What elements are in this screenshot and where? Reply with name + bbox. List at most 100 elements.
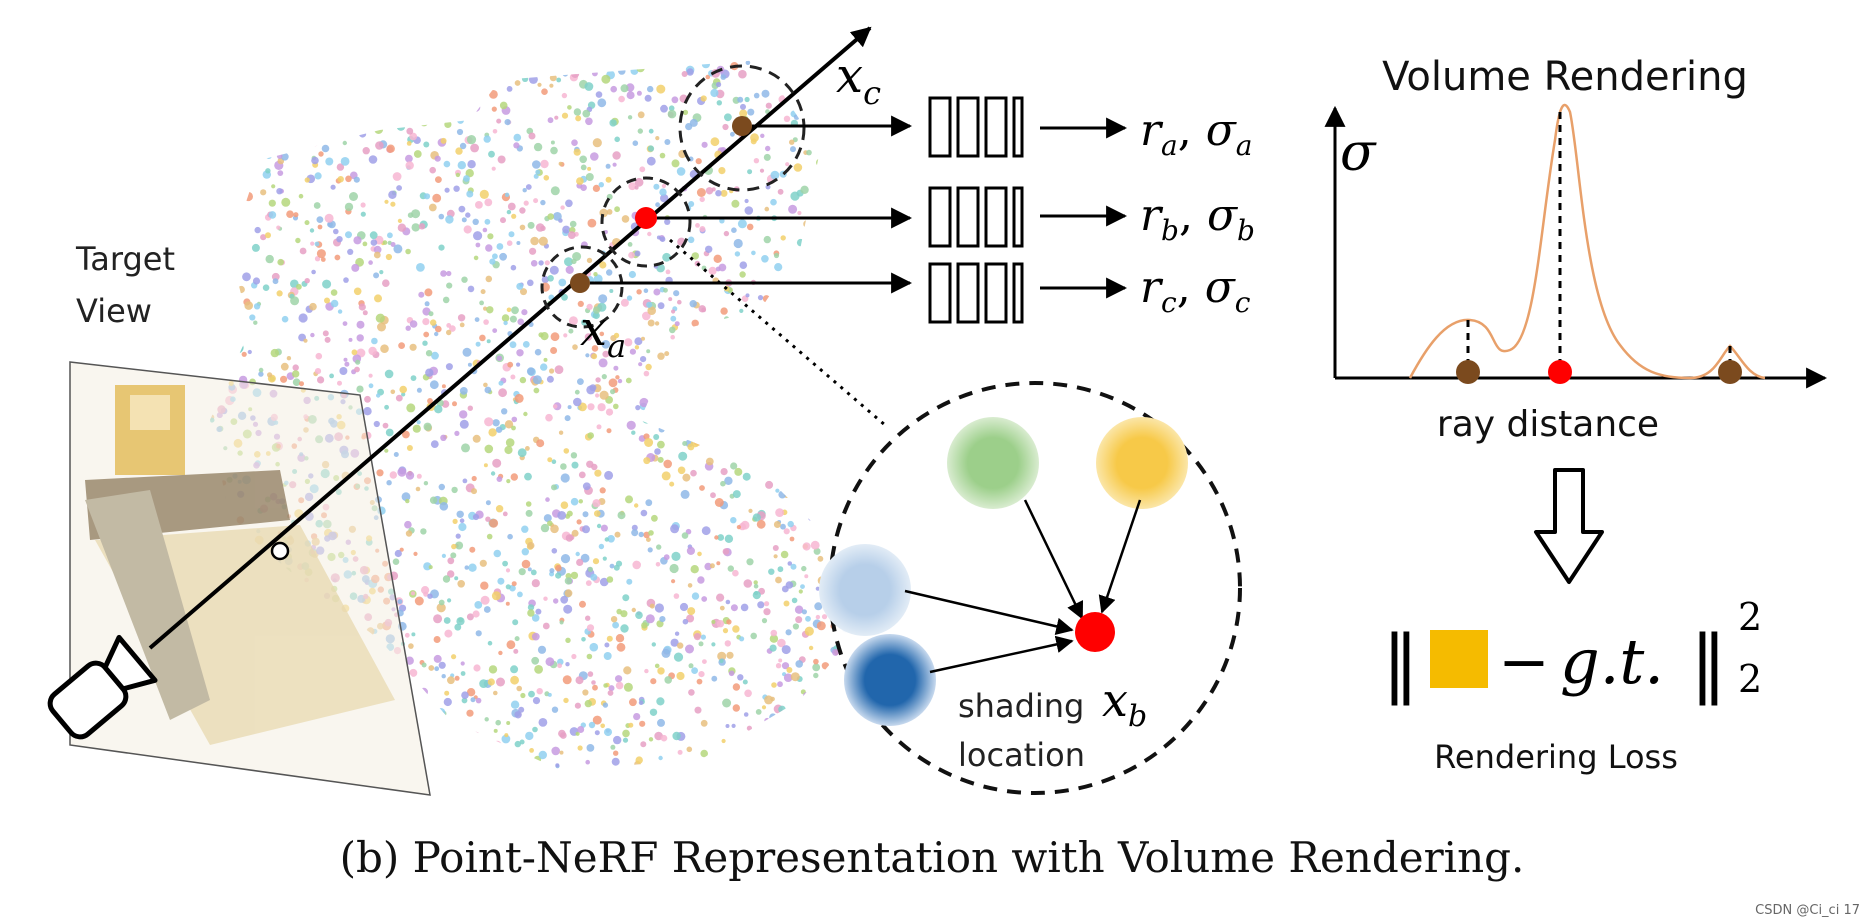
cloud-point	[527, 604, 535, 611]
cloud-point	[492, 419, 500, 427]
cloud-point	[612, 151, 621, 160]
cloud-point	[705, 245, 713, 253]
cloud-point	[356, 385, 364, 393]
cloud-point	[483, 135, 491, 143]
cloud-point	[495, 426, 503, 433]
cloud-point	[791, 383, 799, 391]
cloud-point	[783, 115, 791, 123]
cloud-point	[649, 708, 658, 716]
cloud-point	[296, 283, 302, 290]
cloud-point	[576, 558, 584, 567]
cloud-point	[210, 150, 215, 156]
cloud-point	[216, 363, 224, 370]
cloud-point	[655, 562, 661, 567]
cloud-point	[620, 624, 629, 633]
cloud-point	[521, 525, 529, 533]
cloud-point	[664, 676, 672, 684]
cloud-point	[483, 463, 488, 468]
cloud-point	[567, 105, 572, 110]
cloud-point	[527, 609, 535, 617]
label-xb: xb	[1102, 673, 1147, 734]
cloud-point	[264, 55, 269, 60]
cloud-point	[789, 432, 798, 440]
cloud-point	[406, 141, 412, 146]
cloud-point	[493, 549, 502, 558]
cloud-point	[254, 226, 261, 234]
cloud-point	[845, 134, 850, 144]
cloud-point	[785, 432, 791, 438]
cloud-point	[423, 732, 431, 740]
cloud-point	[531, 579, 540, 588]
cloud-point	[415, 486, 421, 492]
cloud-point	[532, 726, 538, 733]
cloud-point	[582, 689, 589, 696]
cloud-point	[543, 357, 548, 362]
cloud-point	[521, 309, 528, 316]
cloud-point	[540, 363, 548, 371]
cloud-point	[657, 302, 665, 310]
cloud-point	[638, 362, 643, 367]
cloud-point	[376, 469, 384, 477]
cloud-point	[210, 299, 218, 308]
cloud-point	[647, 145, 655, 152]
cloud-point	[593, 274, 603, 284]
cloud-point	[828, 103, 838, 113]
cloud-point	[482, 227, 488, 233]
cloud-point	[313, 202, 321, 209]
cloud-point	[687, 409, 696, 418]
cloud-point	[851, 120, 855, 124]
cloud-point	[571, 529, 579, 537]
cloud-point	[523, 200, 529, 206]
cloud-point	[210, 121, 214, 131]
cloud-point	[817, 555, 824, 562]
cloud-point	[463, 175, 470, 182]
cloud-point	[212, 99, 220, 107]
cloud-point	[233, 158, 241, 166]
cloud-point	[824, 179, 833, 189]
cloud-point	[243, 150, 250, 157]
cloud-point	[821, 680, 826, 686]
cloud-point	[724, 640, 731, 647]
cloud-point	[395, 394, 403, 402]
cloud-point	[455, 732, 460, 737]
cloud-point	[496, 355, 502, 361]
cloud-point	[547, 213, 554, 220]
cloud-point	[322, 279, 332, 289]
cloud-point	[749, 372, 757, 380]
cloud-point	[252, 277, 261, 285]
cloud-point	[751, 743, 757, 749]
cloud-point	[424, 288, 433, 297]
cloud-point	[549, 83, 554, 88]
cloud-point	[211, 249, 218, 255]
cloud-point	[265, 254, 274, 264]
zoom-neighbors	[819, 417, 1188, 726]
cloud-point	[716, 593, 725, 602]
cloud-point	[570, 452, 578, 459]
cloud-point	[563, 333, 568, 338]
cloud-point	[653, 434, 660, 440]
cloud-point	[725, 599, 731, 605]
cloud-point	[519, 376, 527, 384]
cloud-point	[610, 744, 616, 750]
cloud-point	[537, 645, 547, 654]
cloud-point	[766, 743, 774, 750]
cloud-point	[579, 600, 586, 608]
cloud-point	[484, 417, 494, 427]
cloud-point	[778, 705, 786, 714]
cloud-point	[660, 194, 669, 203]
cloud-point	[856, 429, 861, 434]
cloud-point	[777, 188, 784, 195]
cloud-point	[411, 223, 420, 232]
cloud-point	[445, 94, 453, 102]
cloud-point	[727, 318, 733, 324]
cloud-point	[632, 560, 641, 570]
cloud-point	[538, 750, 547, 760]
cloud-point	[750, 138, 757, 145]
cloud-point	[825, 338, 833, 345]
cloud-point	[419, 687, 428, 697]
cloud-point	[598, 358, 608, 368]
cloud-point	[226, 170, 236, 180]
cloud-point	[615, 681, 624, 690]
cloud-point	[849, 423, 850, 433]
cloud-point	[454, 623, 462, 631]
